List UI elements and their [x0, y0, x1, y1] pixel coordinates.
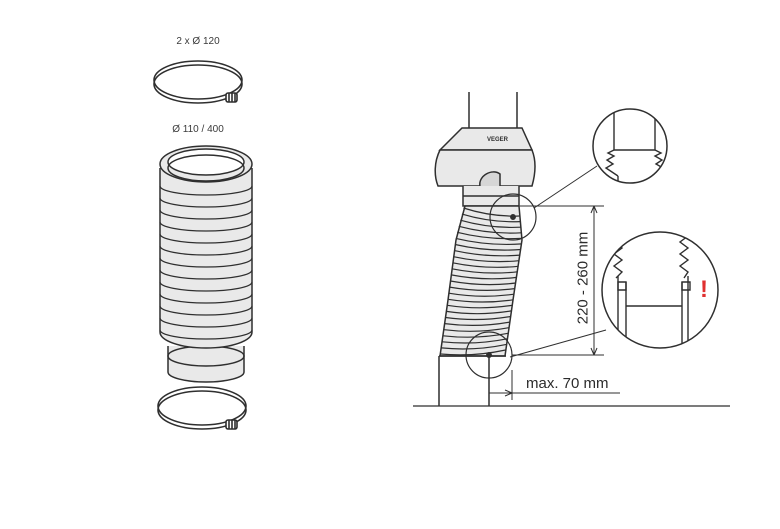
offset-dimension — [488, 370, 620, 400]
bellows-hose — [159, 145, 253, 383]
top-hose-clamp — [153, 60, 243, 104]
bellows-ribs — [159, 185, 253, 340]
detail-view-lower — [601, 231, 719, 349]
height-dimension — [512, 205, 604, 356]
height-dimension-label: 220 - 260 mm — [574, 231, 592, 325]
bellows-size-label: Ø 110 / 400 — [172, 124, 224, 135]
lower-pipe — [438, 356, 490, 406]
clamp-screw-icon — [225, 419, 238, 430]
bottom-hose-clamp — [157, 386, 247, 430]
lower-connection-point — [486, 352, 492, 358]
clamp-size-label: 2 x Ø 120 — [176, 36, 220, 47]
siphon-outlet: VEGER — [434, 127, 536, 187]
offset-dimension-label: max. 70 mm — [526, 375, 609, 392]
detail-view-upper — [592, 108, 668, 184]
upper-connection-point — [510, 214, 516, 220]
bent-hose-ribs — [440, 207, 522, 356]
installation-scene: VEGER — [413, 92, 730, 407]
brand-logo: VEGER — [487, 137, 509, 143]
warning-icon: ! — [700, 276, 708, 303]
clamp-screw-icon — [225, 92, 238, 103]
